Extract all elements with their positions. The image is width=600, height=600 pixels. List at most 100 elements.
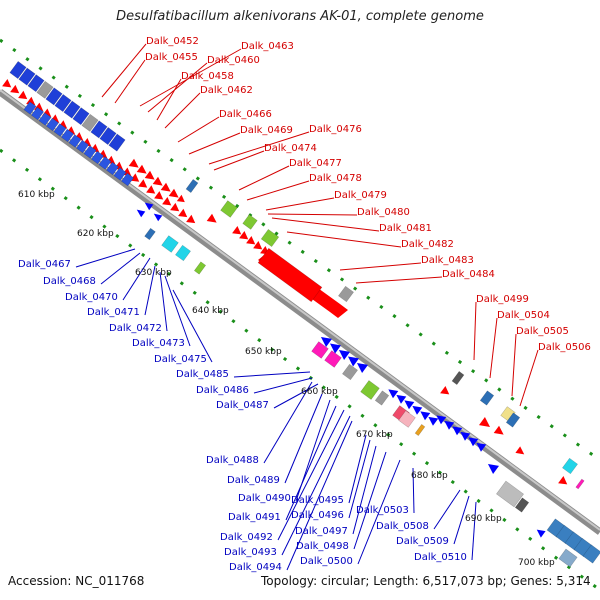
gene-label[interactable]: Dalk_0497 <box>295 526 348 537</box>
gene-label[interactable]: Dalk_0491 <box>228 512 281 523</box>
gene-label[interactable]: Dalk_0475 <box>154 354 207 365</box>
gene-label[interactable]: Dalk_0485 <box>176 369 229 380</box>
leader-line <box>122 257 151 301</box>
gene-minus-block <box>63 100 81 119</box>
gene-label[interactable]: Dalk_0472 <box>109 323 162 334</box>
gene-label[interactable]: Dalk_0479 <box>334 190 387 201</box>
gene-label[interactable]: Dalk_0488 <box>206 455 259 466</box>
gene-label[interactable]: Dalk_0473 <box>132 338 185 349</box>
gene-label[interactable]: Dalk_0484 <box>442 269 495 280</box>
gene-plus-arrow <box>558 476 568 485</box>
gene-label[interactable]: Dalk_0470 <box>65 292 118 303</box>
leader-line <box>339 262 422 271</box>
leader-line <box>188 132 241 155</box>
leader-line <box>271 217 380 232</box>
gene-label[interactable]: Dalk_0477 <box>289 158 342 169</box>
gene-plus-arrow <box>253 241 263 250</box>
gene-cds <box>220 200 238 218</box>
leader-line <box>139 48 242 107</box>
gene-label[interactable]: Dalk_0476 <box>309 124 362 135</box>
map-title: Desulfatibacillum alkenivorans AK-01, co… <box>116 9 484 24</box>
gene-label[interactable]: Dalk_0481 <box>379 223 432 234</box>
gene-plus-arrow <box>146 185 156 194</box>
gene-label[interactable]: Dalk_0455 <box>145 52 198 63</box>
gene-plus-arrow <box>154 191 164 200</box>
gene-minus-block <box>83 145 97 159</box>
leader-line <box>147 62 208 113</box>
gene-label[interactable]: Dalk_0495 <box>291 495 344 506</box>
gene-label[interactable]: Dalk_0467 <box>18 259 71 270</box>
gene-plus-arrow <box>493 425 504 435</box>
gene-cds <box>360 380 380 400</box>
gene-label[interactable]: Dalk_0508 <box>376 521 429 532</box>
gene-minus-arrow <box>153 213 163 222</box>
gene-label[interactable]: Dalk_0493 <box>224 547 277 558</box>
gene-label[interactable]: Dalk_0460 <box>207 55 260 66</box>
gene-label[interactable]: Dalk_0500 <box>300 556 353 567</box>
kbp-tick-label: 640 kbp <box>192 306 229 316</box>
gene-label[interactable]: Dalk_0499 <box>476 294 529 305</box>
gene-minus-arrow <box>460 431 471 441</box>
gene-label[interactable]: Dalk_0506 <box>538 342 591 353</box>
gene-plus-arrow <box>130 173 140 182</box>
leader-line <box>273 383 319 409</box>
gene-label[interactable]: Dalk_0452 <box>146 36 199 47</box>
gene-label[interactable]: Dalk_0492 <box>220 532 273 543</box>
gene-label[interactable]: Dalk_0482 <box>401 239 454 250</box>
leader-line <box>156 78 182 121</box>
leader-line <box>265 197 335 211</box>
gene-label[interactable]: Dalk_0503 <box>356 505 409 516</box>
gene-minus-arrow <box>347 356 359 367</box>
gene-cds <box>242 214 258 230</box>
kbp-tick-label: 620 kbp <box>77 229 114 239</box>
gene-cds <box>479 390 495 406</box>
gene-label[interactable]: Dalk_0466 <box>219 109 272 120</box>
gene-label[interactable]: Dalk_0462 <box>200 85 253 96</box>
gene-minus-block <box>53 123 67 137</box>
leader-line <box>213 150 265 171</box>
gene-minus-block <box>30 106 45 121</box>
gene-label[interactable]: Dalk_0498 <box>296 541 349 552</box>
gene-cds <box>260 228 280 248</box>
gene-label[interactable]: Dalk_0486 <box>196 385 249 396</box>
gene-cds <box>582 544 600 564</box>
leader-line <box>412 467 415 514</box>
gene-minus-arrow <box>396 394 407 404</box>
gene-cds <box>562 457 578 475</box>
kbp-tick-label: 630 kbp <box>135 268 172 278</box>
gene-label[interactable]: Dalk_0496 <box>291 510 344 521</box>
gene-label[interactable]: Dalk_0458 <box>181 71 234 82</box>
gene-label[interactable]: Dalk_0489 <box>227 475 280 486</box>
gene-label[interactable]: Dalk_0510 <box>414 552 467 563</box>
gene-cds <box>451 371 465 385</box>
gene-label[interactable]: Dalk_0469 <box>240 125 293 136</box>
leader-line <box>267 213 358 216</box>
gene-label[interactable]: Dalk_0474 <box>264 143 317 154</box>
gene-label[interactable]: Dalk_0487 <box>216 400 269 411</box>
gene-cds <box>374 390 390 406</box>
gene-label[interactable]: Dalk_0468 <box>43 276 96 287</box>
gene-minus-arrow <box>136 209 146 218</box>
gene-label[interactable]: Dalk_0494 <box>229 562 282 573</box>
gene-minus-block <box>54 94 72 112</box>
gene-label[interactable]: Dalk_0463 <box>241 41 294 52</box>
gene-cds <box>342 363 358 381</box>
gene-plus-arrow <box>18 90 28 100</box>
gene-cds <box>175 244 191 262</box>
gene-label[interactable]: Dalk_0471 <box>87 307 140 318</box>
gene-label[interactable]: Dalk_0480 <box>357 207 410 218</box>
gene-minus-block <box>108 133 126 152</box>
gene-label[interactable]: Dalk_0483 <box>421 255 474 266</box>
gene-label[interactable]: Dalk_0505 <box>516 326 569 337</box>
gene-label[interactable]: Dalk_0490 <box>238 493 291 504</box>
gene-label[interactable]: Dalk_0504 <box>497 310 550 321</box>
gene-plus-arrow <box>144 170 155 180</box>
gene-cds <box>414 424 426 436</box>
gene-minus-arrow <box>412 405 423 415</box>
gene-label[interactable]: Dalk_0478 <box>309 173 362 184</box>
gene-minus-arrow <box>338 350 350 360</box>
gene-minus-arrow <box>468 437 479 447</box>
gene-label[interactable]: Dalk_0509 <box>396 536 449 547</box>
leader-line <box>263 381 313 464</box>
